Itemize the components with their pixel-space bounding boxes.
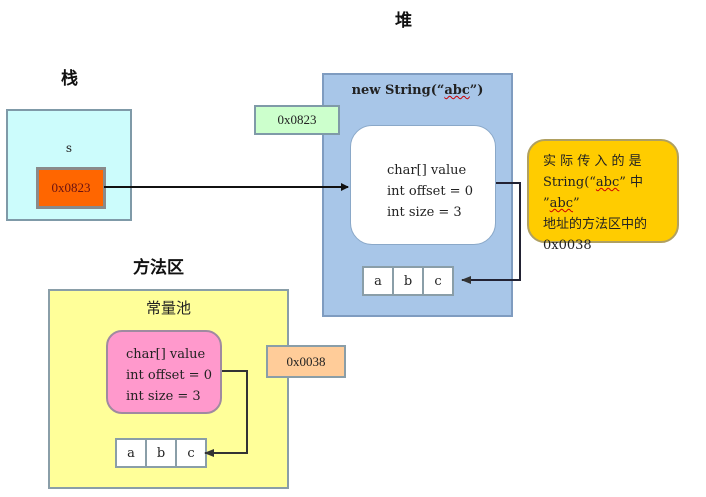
pool-field: int offset = 0	[126, 368, 212, 383]
heap-address-label: 0x0823	[254, 105, 340, 135]
note-text-part: ” 中 ”	[543, 175, 644, 211]
note-text-part: abc	[549, 196, 574, 211]
note-line: 地址的方法区中的	[543, 217, 648, 232]
pool-value-to-chars-arrow	[204, 370, 248, 457]
note-line: 实 际 传 入 的 是	[543, 154, 642, 169]
pool-char-array: a b c	[115, 438, 207, 468]
heap-field: int size = 3	[387, 205, 462, 220]
note-line: String(“abc” 中 ”abc”	[543, 172, 677, 214]
heap-value-to-chars-arrow	[461, 182, 521, 284]
heap-title: 堆	[395, 11, 412, 31]
char-cell: c	[422, 266, 454, 296]
heap-object-title: new String(“abc”)	[324, 83, 511, 98]
char-cell: b	[392, 266, 424, 296]
stack-frame: s 0x0823	[6, 109, 132, 221]
note-text-part: abc	[595, 175, 620, 190]
note-text: 实 际 传 入 的 是 String(“abc” 中 ”abc” 地址的方法区中…	[543, 151, 677, 256]
heap-field: char[] value	[387, 163, 467, 178]
stack-reference-value: 0x0823	[36, 167, 106, 209]
explanation-note: 实 际 传 入 的 是 String(“abc” 中 ”abc” 地址的方法区中…	[527, 139, 679, 253]
heap-object: new String(“abc”) char[] value int offse…	[322, 73, 513, 317]
heap-title-suffix: ”)	[469, 83, 484, 98]
method-area-title: 方法区	[133, 258, 184, 278]
note-text-part: String(“	[543, 175, 596, 190]
stack-title: 栈	[61, 69, 78, 89]
pool-field: char[] value	[126, 347, 206, 362]
heap-field: int offset = 0	[387, 184, 473, 199]
note-text-part: ”	[573, 196, 580, 211]
pool-string-object: char[] value int offset = 0 int size = 3	[106, 330, 222, 414]
heap-title-arg: abc	[444, 83, 470, 98]
heap-title-prefix: new String(“	[351, 83, 445, 98]
constant-pool-title: 常量池	[145, 299, 191, 317]
pool-field-list: char[] value int offset = 0 int size = 3	[126, 344, 212, 407]
method-area: 常量池 char[] value int offset = 0 int size…	[48, 289, 289, 489]
heap-string-fields: char[] value int offset = 0 int size = 3	[350, 125, 496, 245]
pool-field: int size = 3	[126, 389, 201, 404]
heap-field-list: char[] value int offset = 0 int size = 3	[351, 160, 495, 223]
stack-variable-name: s	[65, 141, 73, 155]
pool-address-label: 0x0038	[266, 345, 346, 378]
note-line: 0x0038	[543, 238, 592, 253]
heap-char-array: a b c	[362, 266, 454, 296]
